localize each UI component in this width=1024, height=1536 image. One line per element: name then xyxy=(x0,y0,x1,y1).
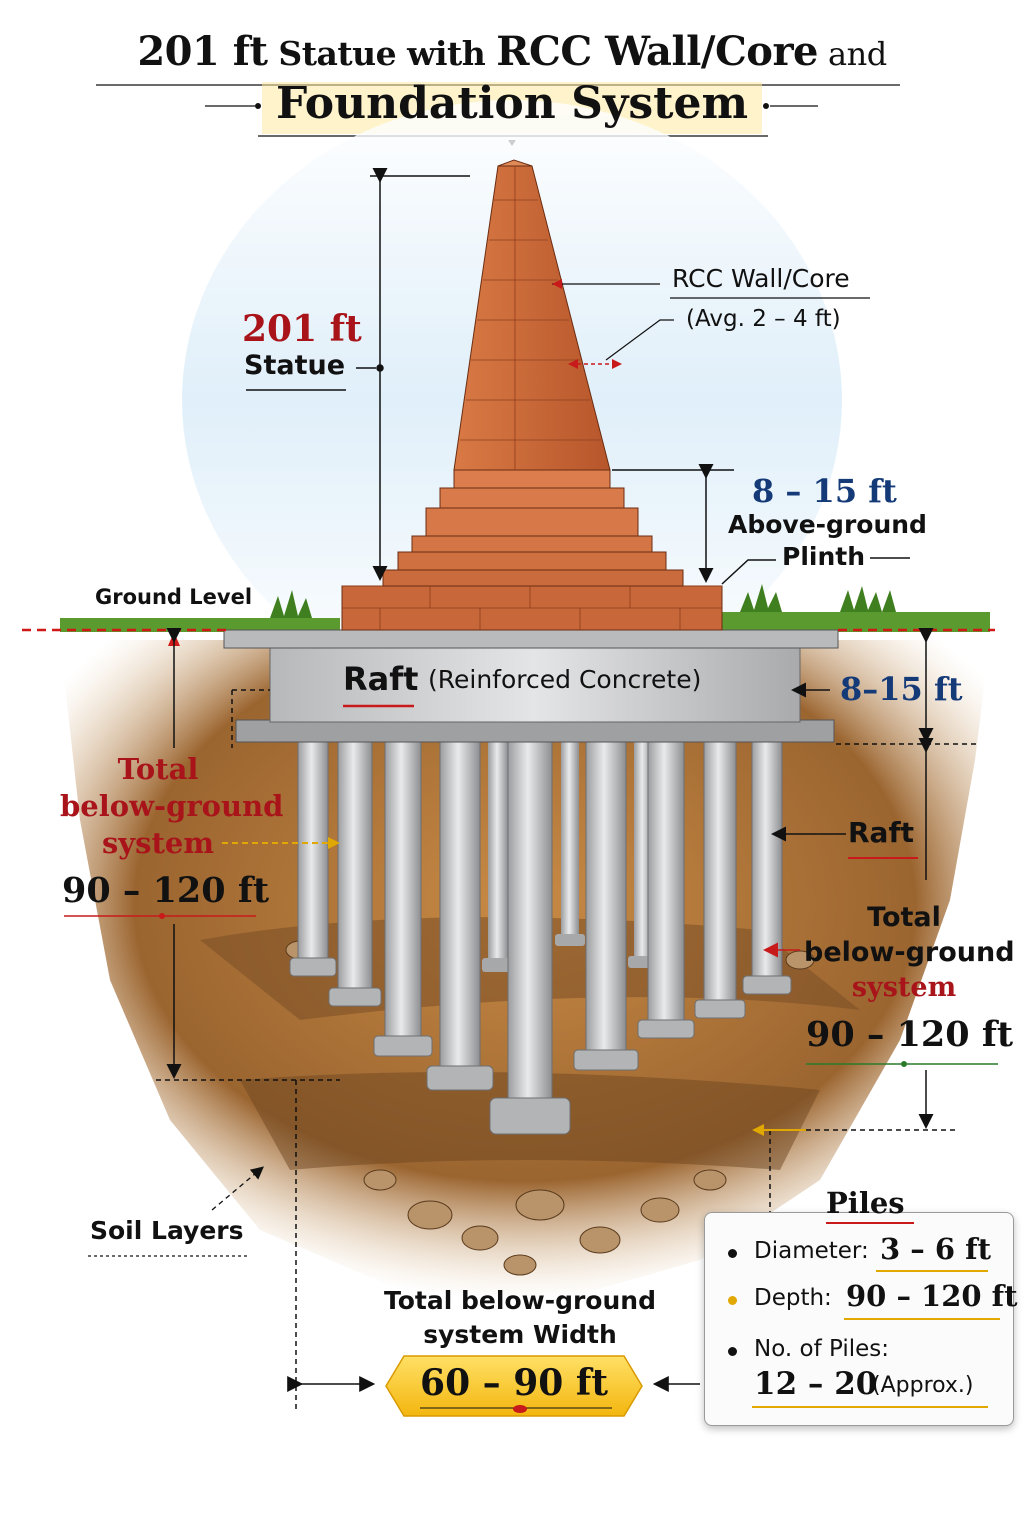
width-label-line-1: Total below-ground xyxy=(384,1286,656,1315)
rcc-core-label: RCC Wall/Core xyxy=(672,264,850,293)
soil-pointer xyxy=(88,1166,264,1257)
diameter-underline xyxy=(876,1270,988,1272)
grass xyxy=(60,584,990,632)
width-value: 60 – 90 ft xyxy=(420,1362,608,1404)
right-depth-line-1: Total xyxy=(867,902,941,933)
left-depth-line-1: Total xyxy=(117,752,199,786)
raft-thickness-value: 8–15 ft xyxy=(840,670,963,708)
left-depth-value: 90 – 120 ft xyxy=(62,870,270,911)
pile-depth-value: 90 – 120 ft xyxy=(846,1279,1018,1313)
ground-level-label: Ground Level xyxy=(95,585,253,609)
pile-diameter-label: Diameter: xyxy=(754,1238,869,1264)
raft-name: Raft xyxy=(343,660,419,698)
left-depth-line-3: system xyxy=(101,826,215,860)
raft-thickness-dimension xyxy=(791,628,978,745)
pile-count-value: 12 – 20 xyxy=(754,1366,878,1402)
title-part-4: and xyxy=(828,35,887,73)
statue-label: Statue xyxy=(244,350,346,381)
count-underline xyxy=(752,1406,988,1408)
rcc-core-thickness: (Avg. 2 – 4 ft) xyxy=(686,306,841,332)
pile-diameter-value: 3 – 6 ft xyxy=(880,1232,992,1266)
pile-depth-label: Depth: xyxy=(754,1285,832,1311)
width-badge xyxy=(385,1355,643,1417)
soil-layers-label: Soil Layers xyxy=(90,1216,244,1245)
width-label-line-2: system Width xyxy=(423,1320,617,1349)
text-underlines xyxy=(64,704,998,1067)
bullet-diameter xyxy=(728,1249,737,1258)
plinth-label-line-1: Above-ground xyxy=(728,510,927,539)
title-line-2: Foundation System xyxy=(275,78,749,129)
pile-count-label: No. of Piles: xyxy=(754,1336,890,1362)
pile-count-note: (Approx.) xyxy=(872,1373,974,1398)
piles-title-underline xyxy=(826,1222,914,1224)
raft-description: (Reinforced Concrete) xyxy=(428,665,702,694)
right-depth-value: 90 – 120 ft xyxy=(806,1014,1014,1055)
statue-height-dimension xyxy=(246,168,470,581)
plinth-height-dimension xyxy=(612,464,910,585)
bullet-count xyxy=(728,1347,737,1356)
rcc-core-callout xyxy=(552,279,870,369)
left-depth-dimension xyxy=(156,628,340,1412)
depth-underline xyxy=(844,1318,1000,1320)
bullet-depth xyxy=(728,1296,737,1305)
title-part-3: RCC Wall/Core xyxy=(496,28,819,75)
statue-core xyxy=(341,159,723,631)
plinth-label-line-2: Plinth xyxy=(782,542,866,571)
plinth-height-value: 8 – 15 ft xyxy=(752,472,897,510)
title-part-2: Statue with xyxy=(267,34,497,73)
raft-side-label: Raft xyxy=(848,816,915,849)
piles-back-row xyxy=(482,742,658,972)
right-depth-line-3: system xyxy=(851,972,957,1003)
raft-slab xyxy=(223,629,839,743)
statue-height-value: 201 ft xyxy=(242,308,362,350)
piles-title: Piles xyxy=(826,1186,905,1220)
right-depth-line-2: below-ground xyxy=(804,937,1015,968)
left-depth-line-2: below-ground xyxy=(60,789,284,823)
title-part-1: 201 ft xyxy=(137,28,268,75)
